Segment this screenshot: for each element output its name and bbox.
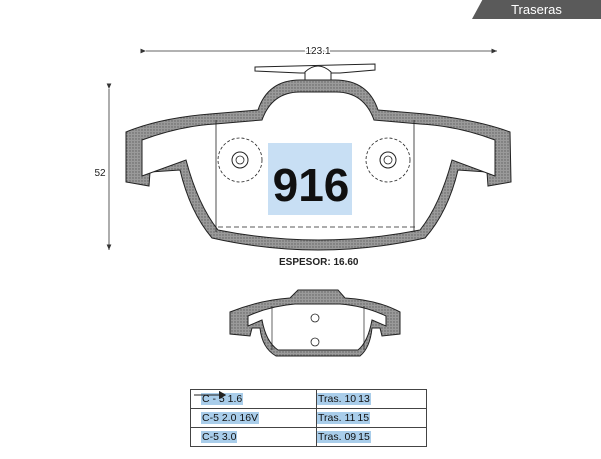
fitment-from: Tras. 09 xyxy=(317,431,358,443)
arrow-right-icon xyxy=(193,390,226,399)
fitment-to: 15 xyxy=(356,412,371,424)
fitment-model-cell: C-5 3.0 xyxy=(190,427,317,447)
thickness-label: ESPESOR: 16.60 xyxy=(279,257,359,268)
mounting-hole-right xyxy=(365,137,411,183)
fitment-from: Tras. 10 xyxy=(317,393,358,405)
secondary-pad-face xyxy=(247,303,387,351)
mounting-hole-left xyxy=(217,137,263,183)
secondary-hole-bottom xyxy=(310,337,320,347)
fitment-model-cell: C-5 2.0 16V xyxy=(190,408,317,428)
width-dimension-label: 123.1 xyxy=(305,46,330,57)
fitment-model: C - 5 1.6 xyxy=(201,393,244,405)
height-dimension-label: 52 xyxy=(94,168,106,179)
traseras-tab[interactable]: Traseras xyxy=(472,0,601,19)
secondary-hole-top xyxy=(310,313,320,323)
fitment-model: C-5 3.0 xyxy=(201,431,238,443)
fitment-from: Tras. 11 xyxy=(317,412,357,424)
fitment-model: C-5 2.0 16V xyxy=(201,412,260,424)
part-number-box xyxy=(268,143,352,215)
part-number: 916 xyxy=(273,159,350,211)
fitment-to: 15 xyxy=(357,431,371,443)
fitment-to: 13 xyxy=(357,393,371,405)
